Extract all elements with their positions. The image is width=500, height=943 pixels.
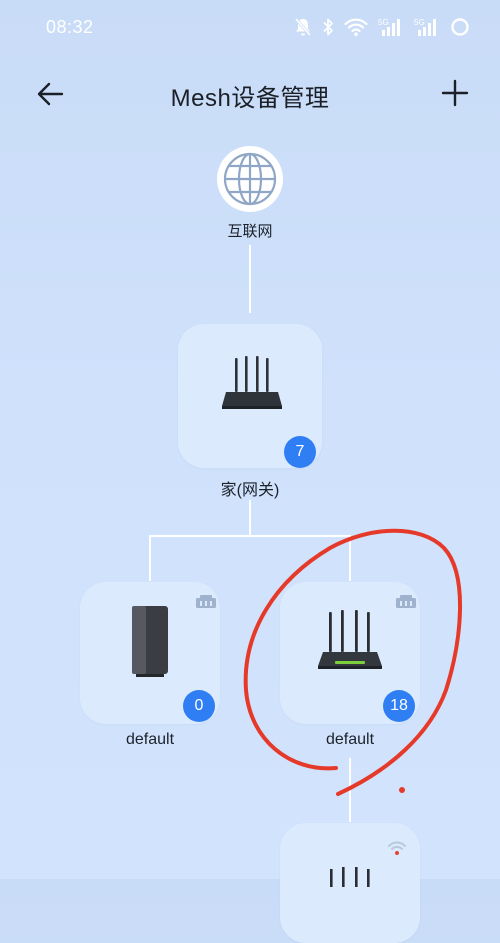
router-icon [318,610,382,669]
gateway-card[interactable]: 7 [178,324,322,468]
ethernet-icon [396,595,416,608]
connector-gateway-down [249,500,251,536]
wifi-icon [388,841,406,855]
page-title: Mesh设备管理 [170,85,330,112]
child-node-card-2[interactable]: 18 [280,582,420,724]
bluetooth-icon [323,18,333,36]
wifi-icon [344,18,368,37]
ethernet-icon [196,595,216,608]
status-time: 08:32 [46,17,94,37]
child-2-label: default [325,731,375,748]
partial-node-card[interactable] [280,823,420,943]
connector-right-child [349,535,351,581]
child-1-label: default [125,731,175,748]
plus-icon [441,79,469,107]
router-icon [222,356,282,409]
internet-node[interactable]: 互联网 [200,140,300,244]
status-bar: 08:32 5G 5G [0,0,500,56]
child-node-card-1[interactable]: 0 [80,582,220,724]
status-icons: 5G 5G [294,14,470,40]
gateway-label: 家(网关) [220,482,280,499]
router-icon [330,867,370,887]
connector-horizontal [149,535,351,537]
svg-text:5G: 5G [378,18,389,27]
child-1-device-count-badge: 0 [183,690,215,722]
signal-5g-icon: 5G [414,18,436,36]
connector-left-child [149,535,151,581]
signal-5g-icon: 5G [378,18,400,36]
globe-icon [217,146,283,212]
add-device-button[interactable] [436,76,476,112]
gateway-device-count-badge: 7 [284,436,316,468]
child-2-device-count-badge: 18 [383,690,415,722]
tower-router-icon [132,606,168,677]
internet-label: 互联网 [227,223,273,240]
connector-internet-gateway [249,245,251,313]
connector-right-down [349,758,351,822]
svg-text:5G: 5G [414,18,425,27]
header: Mesh设备管理 [0,62,500,126]
mute-icon [294,18,312,36]
battery-icon [451,18,469,36]
arrow-left-icon [37,82,64,106]
back-button[interactable] [30,76,70,112]
